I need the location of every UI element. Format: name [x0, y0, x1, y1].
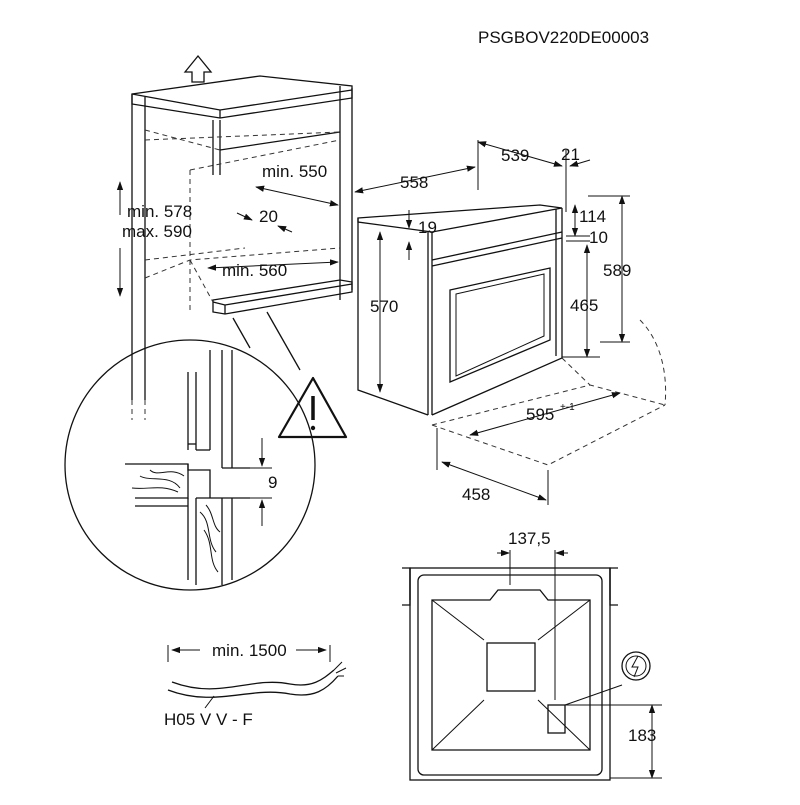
- cabinet-niche: min. 578 max. 590 min. 550 20 min. 560: [116, 54, 353, 420]
- rear-socket-height: 183: [628, 726, 656, 745]
- niche-width-min: min. 560: [222, 261, 287, 280]
- oven-base-depth: 458: [462, 485, 490, 504]
- oven-front-thickness: 21: [561, 145, 580, 164]
- warning-icon: [277, 376, 348, 439]
- detail-circle: [64, 339, 316, 591]
- cable-type: H05 V V - F: [164, 710, 253, 729]
- detail-callout: 9: [64, 311, 348, 591]
- niche-gap: 20: [259, 207, 278, 226]
- detail-gap: 9: [268, 473, 277, 492]
- oven-front-gap: 10: [589, 228, 608, 247]
- up-arrow-icon: [183, 54, 213, 83]
- electrical-connection-icon: [621, 651, 651, 681]
- oven-front-height: 465: [570, 296, 598, 315]
- oven-total-width: 595: [526, 405, 554, 424]
- niche-height-max: max. 590: [122, 222, 192, 241]
- oven-body-height: 570: [370, 297, 398, 316]
- oven-total-height: 589: [603, 261, 631, 280]
- document-code: PSGBOV220DE00003: [478, 28, 649, 47]
- cable-diagram: min. 1500 H05 V V - F: [164, 641, 347, 729]
- niche-depth-min: min. 550: [262, 162, 327, 181]
- oven-total-width-tolerance: +-1: [560, 402, 575, 413]
- oven-depth-body: 539: [501, 146, 529, 165]
- cable-length: min. 1500: [212, 641, 287, 660]
- rear-offset: 137,5: [508, 529, 551, 548]
- niche-height-min: min. 578: [127, 202, 192, 221]
- rear-view: 137,5 183: [402, 529, 662, 781]
- electrical-socket: [547, 704, 566, 734]
- oven-width: 558: [400, 173, 428, 192]
- oven-top-offset: 19: [418, 218, 437, 237]
- oven-front-top: 114: [579, 207, 606, 226]
- oven-drawing: 558 539 21 19 114 10 570 465 589 595: [354, 140, 667, 505]
